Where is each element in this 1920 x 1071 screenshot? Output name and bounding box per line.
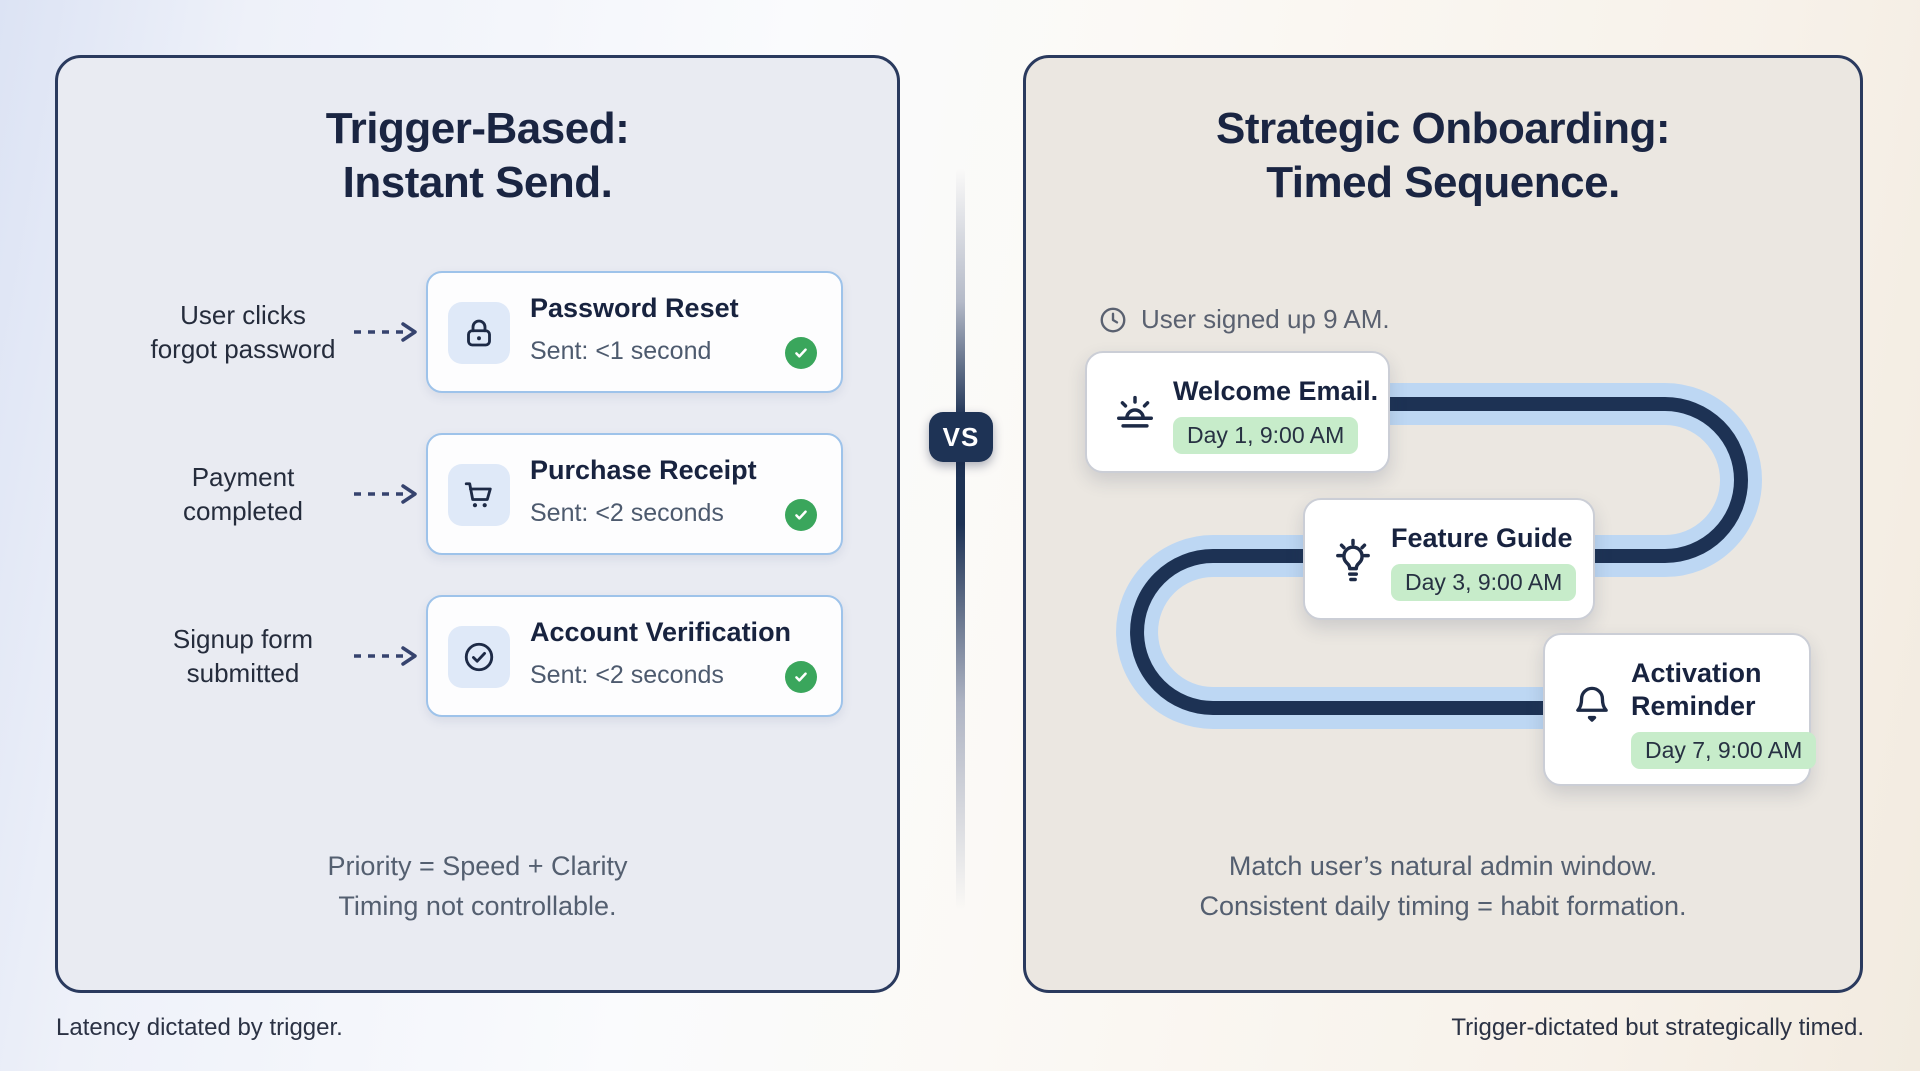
- right-panel-summary: Match user’s natural admin window. Consi…: [1026, 846, 1860, 926]
- step-title: Activation Reminder: [1631, 658, 1762, 721]
- password-reset-card: Password Reset Sent: <1 second: [426, 271, 843, 393]
- signup-note: User signed up 9 AM.: [1098, 304, 1390, 335]
- card-sent-time: Sent: <2 seconds: [530, 661, 724, 689]
- step-schedule-badge: Day 3, 9:00 AM: [1391, 564, 1577, 601]
- card-title: Account Verification: [530, 617, 792, 647]
- summary-line: Consistent daily timing = habit formatio…: [1199, 891, 1687, 921]
- right-panel-title: Strategic Onboarding: Timed Sequence.: [1026, 102, 1860, 210]
- left-title-line1: Trigger-Based:: [325, 104, 630, 153]
- dashed-arrow-icon: [353, 483, 419, 505]
- step-schedule-badge: Day 7, 9:00 AM: [1631, 732, 1817, 769]
- success-check-icon: [785, 499, 817, 531]
- step-title: Feature Guide: [1391, 523, 1573, 553]
- activation-reminder-card: Activation Reminder Day 7, 9:00 AM: [1543, 633, 1817, 786]
- account-verification-card: Account Verification Sent: <2 seconds: [426, 595, 843, 717]
- step-title: Welcome Email.: [1173, 376, 1379, 406]
- cart-icon: [448, 464, 510, 526]
- card-title: Password Reset: [530, 293, 739, 323]
- trigger-text: Signup form: [172, 624, 314, 654]
- footer-left-caption: Latency dictated by trigger.: [56, 1014, 343, 1041]
- card-sent-time: Sent: <1 second: [530, 337, 712, 365]
- trigger-based-panel: Trigger-Based: Instant Send. User clicks…: [55, 55, 900, 993]
- trigger-text: submitted: [186, 658, 300, 688]
- trigger-label-forgot-password: User clicks forgot password: [93, 298, 393, 366]
- step-schedule-badge: Day 1, 9:00 AM: [1173, 417, 1359, 454]
- signup-note-text: User signed up 9 AM.: [1141, 304, 1390, 334]
- right-title-line2: Timed Sequence.: [1266, 158, 1620, 207]
- summary-line: Timing not controllable.: [338, 891, 617, 921]
- trigger-text: User clicks: [180, 300, 306, 330]
- clock-icon: [1098, 305, 1128, 335]
- trigger-text: forgot password: [150, 334, 336, 364]
- trigger-label-signup: Signup form submitted: [93, 622, 393, 690]
- purchase-receipt-card: Purchase Receipt Sent: <2 seconds: [426, 433, 843, 555]
- trigger-text: completed: [183, 496, 303, 526]
- strategic-onboarding-panel: Strategic Onboarding: Timed Sequence. Us…: [1023, 55, 1863, 993]
- dashed-arrow-icon: [353, 645, 419, 667]
- success-check-icon: [785, 337, 817, 369]
- card-sent-time: Sent: <2 seconds: [530, 499, 724, 527]
- lightbulb-icon: [1327, 534, 1379, 586]
- dashed-arrow-icon: [353, 321, 419, 343]
- footer-right-caption: Trigger-dictated but strategically timed…: [1451, 1014, 1864, 1041]
- vs-badge: VS: [929, 412, 993, 462]
- sunrise-icon: [1109, 389, 1161, 441]
- center-divider-line: [956, 168, 965, 910]
- left-title-line2: Instant Send.: [342, 158, 613, 207]
- summary-line: Priority = Speed + Clarity: [327, 851, 628, 881]
- right-title-line1: Strategic Onboarding:: [1216, 104, 1670, 153]
- feature-guide-card: Feature Guide Day 3, 9:00 AM: [1303, 498, 1595, 620]
- success-check-icon: [785, 661, 817, 693]
- summary-line: Match user’s natural admin window.: [1228, 851, 1658, 881]
- trigger-label-payment: Payment completed: [93, 460, 393, 528]
- welcome-email-card: Welcome Email. Day 1, 9:00 AM: [1085, 351, 1390, 473]
- trigger-text: Payment: [191, 462, 295, 492]
- check-circle-icon: [448, 626, 510, 688]
- lock-icon: [448, 302, 510, 364]
- bell-icon: [1567, 679, 1617, 729]
- card-title: Purchase Receipt: [530, 455, 757, 485]
- left-panel-title: Trigger-Based: Instant Send.: [58, 102, 897, 210]
- left-panel-summary: Priority = Speed + Clarity Timing not co…: [58, 846, 897, 926]
